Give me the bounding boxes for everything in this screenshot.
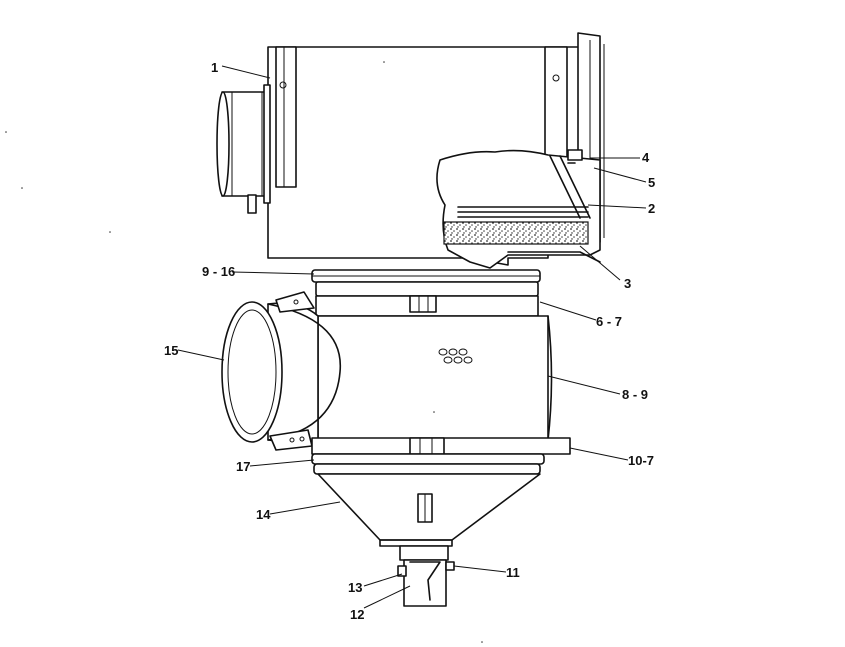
- lower-clamp-bolt: [409, 437, 445, 455]
- label-10-7: 10-7: [628, 453, 654, 468]
- lower-band: [311, 437, 571, 475]
- upper-housing: [216, 32, 605, 269]
- leader-lines: [177, 65, 647, 609]
- label-9-16: 9 - 16: [202, 264, 235, 279]
- label-2: 2: [648, 201, 655, 216]
- label-12: 12: [350, 607, 364, 622]
- valve-clamp: [445, 561, 455, 571]
- evacuator-valve: [397, 545, 455, 607]
- cutaway-section: [436, 149, 601, 269]
- inlet-mouth: [221, 301, 283, 443]
- top-ring: [311, 269, 541, 317]
- label-5: 5: [648, 175, 655, 190]
- side-inlet-hood: [221, 291, 342, 451]
- left-end-flange: [275, 46, 297, 188]
- clamp-bolt: [409, 295, 437, 313]
- flange-bolt: [279, 81, 287, 89]
- paper-specks: [5, 61, 483, 643]
- label-15: 15: [164, 343, 178, 358]
- label-6-7: 6 - 7: [596, 314, 622, 329]
- label-17: 17: [236, 459, 250, 474]
- upper-bracket: [275, 291, 315, 313]
- label-1: 1: [211, 60, 218, 75]
- label-8-9: 8 - 9: [622, 387, 648, 402]
- label-13: 13: [348, 580, 362, 595]
- filter-media: [443, 221, 589, 245]
- label-11: 11: [506, 565, 520, 580]
- drain-nozzle: [247, 194, 257, 214]
- right-end-flange: [544, 46, 568, 158]
- inlet-pipe: [216, 84, 271, 204]
- label-14: 14: [256, 507, 271, 522]
- main-cylinder: [317, 315, 553, 441]
- vent-holes: [438, 348, 473, 364]
- label-3: 3: [624, 276, 631, 291]
- label-4: 4: [642, 150, 650, 165]
- dust-cone: [317, 473, 541, 547]
- callout-labels: 1 4 5 2 3 9 - 16 6 - 7 15 8 - 9 10-7 17 …: [164, 60, 655, 622]
